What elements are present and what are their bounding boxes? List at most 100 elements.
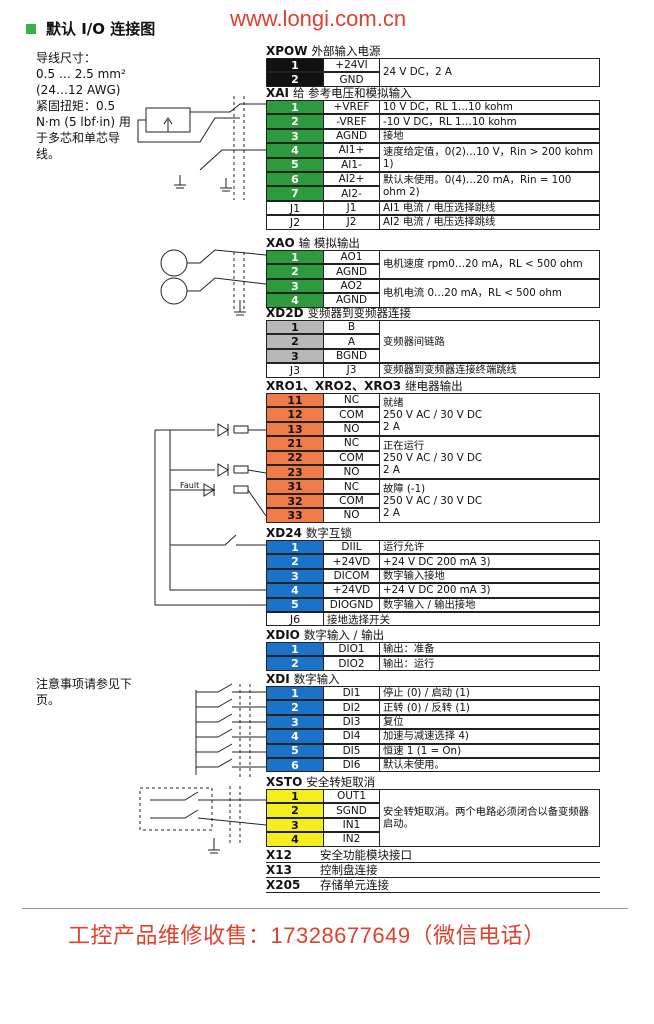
section-code: XAI <box>266 86 290 100</box>
terminal-signal: DI4 <box>324 729 380 744</box>
terminal-number: 21 <box>266 436 324 451</box>
terminal-number: 2 <box>266 334 324 349</box>
terminal-row: 1+VREF <box>266 100 600 115</box>
di-switch-2 <box>196 699 266 707</box>
analog-ground <box>174 175 186 188</box>
terminal-signal: DIOGND <box>324 597 380 612</box>
terminal-number: 5 <box>266 597 324 612</box>
terminal-number: 2 <box>266 114 324 129</box>
terminal-signal: SGND <box>324 803 380 818</box>
note-line: 线。 <box>36 147 61 161</box>
di-switch-1 <box>196 684 266 692</box>
led-1-icon <box>218 424 228 436</box>
terminal-number: 1 <box>266 540 324 555</box>
terminal-signal: DICOM <box>324 568 380 584</box>
di-switch-6 <box>196 759 266 767</box>
shield-line <box>240 684 250 780</box>
pot-wire <box>200 150 266 170</box>
wire-size-note: 导线尺寸： 0.5 … 2.5 mm² (24…12 AWG) 紧固扭矩：0.5… <box>36 50 156 162</box>
terminal-description: 变频器间链路 <box>380 320 600 364</box>
watermark: www.longi.com.cn <box>230 6 407 31</box>
terminal-description: 正转 (0) / 反转 (1) <box>380 700 600 715</box>
terminal-number: 2 <box>266 700 324 715</box>
terminal-number: 12 <box>266 407 324 422</box>
shield-line <box>234 96 244 310</box>
terminal-signal: NO <box>324 508 380 523</box>
di-switch-3 <box>196 714 266 722</box>
terminal-number: 3 <box>266 714 324 730</box>
section-code: XRO1、XRO2、XRO3 <box>266 379 402 393</box>
terminal-number: 1 <box>266 642 324 657</box>
terminal-signal: AI1- <box>324 157 380 172</box>
fault-label: Fault <box>180 481 200 490</box>
terminal-signal: DI6 <box>324 758 380 773</box>
terminal-signal: IN2 <box>324 832 380 847</box>
terminal-description: 速度给定值，0(2)…10 V，Rin > 200 kohm 1) <box>380 143 600 172</box>
terminal-signal: COM <box>324 493 380 509</box>
terminal-row: 1+24VI <box>266 58 600 73</box>
see-notes: 注意事项请参见下 页。 <box>36 676 156 708</box>
terminal-number: 22 <box>266 450 324 465</box>
terminal-row: 2-VREF <box>266 114 600 129</box>
terminal-signal: DI1 <box>324 686 380 701</box>
terminal-signal: J1 <box>324 200 380 216</box>
terminal-number: 4 <box>266 583 324 598</box>
terminal-number: 13 <box>266 421 324 437</box>
led-resistor <box>234 426 248 433</box>
terminal-signal: DIIL <box>324 540 380 555</box>
terminal-number: 33 <box>266 508 324 523</box>
connector-code: X205 <box>266 878 301 892</box>
terminal-description: 数字输入接地 <box>380 568 600 584</box>
section-code: XD24 <box>266 526 302 540</box>
potentiometer-wiper <box>164 118 172 132</box>
terminal-description: 10 V DC，RL 1…10 kohm <box>380 100 600 115</box>
terminal-signal: GND <box>324 72 380 87</box>
sto-wire <box>150 792 266 825</box>
terminal-signal: DIO2 <box>324 656 380 671</box>
terminal-number: 31 <box>266 479 324 494</box>
terminal-signal: J2 <box>324 215 380 230</box>
section-code: XAO <box>266 236 295 250</box>
connector-title: 存储单元连接 <box>320 878 389 892</box>
section-code: XSTO <box>266 775 303 789</box>
sto-box <box>140 788 212 830</box>
terminal-number: 4 <box>266 293 324 308</box>
terminal-description: 停止 (0) / 启动 (1) <box>380 686 600 701</box>
terminal-number: 1 <box>266 320 324 335</box>
section-title: 数字输入 / 输出 <box>303 628 385 642</box>
footer-contact: 工控产品维修收售：17328677649（微信电话） <box>68 923 546 948</box>
note-line: N·m (5 lbf·in) 用 <box>36 115 131 129</box>
terminal-number: 5 <box>266 743 324 758</box>
relay-bus <box>155 430 266 605</box>
section-code: XDIO <box>266 628 300 642</box>
terminal-description: 默认未使用。0(4)…20 mA，Rin = 100 ohm 2) <box>380 172 600 201</box>
terminal-signal: BGND <box>324 348 380 364</box>
section-code: XPOW <box>266 44 308 58</box>
connector-code: X12 <box>266 848 292 862</box>
terminal-description: 数字输入 / 输出接地 <box>380 597 600 612</box>
terminal-number: 1 <box>266 789 324 804</box>
terminal-signal: NC <box>324 479 380 494</box>
terminal-number: 3 <box>266 128 324 144</box>
title-marker-icon <box>26 24 36 34</box>
terminal-description: AI2 电流 / 电压选择跳线 <box>380 215 600 230</box>
terminal-number: 2 <box>266 72 324 87</box>
terminal-description: 故障 (-1) 250 V AC / 30 V DC 2 A <box>380 479 600 523</box>
led-3-icon <box>204 484 214 496</box>
terminal-number: 3 <box>266 817 324 833</box>
terminal-number: J2 <box>266 215 324 230</box>
terminal-description: -10 V DC，RL 1…10 kohm <box>380 114 600 129</box>
